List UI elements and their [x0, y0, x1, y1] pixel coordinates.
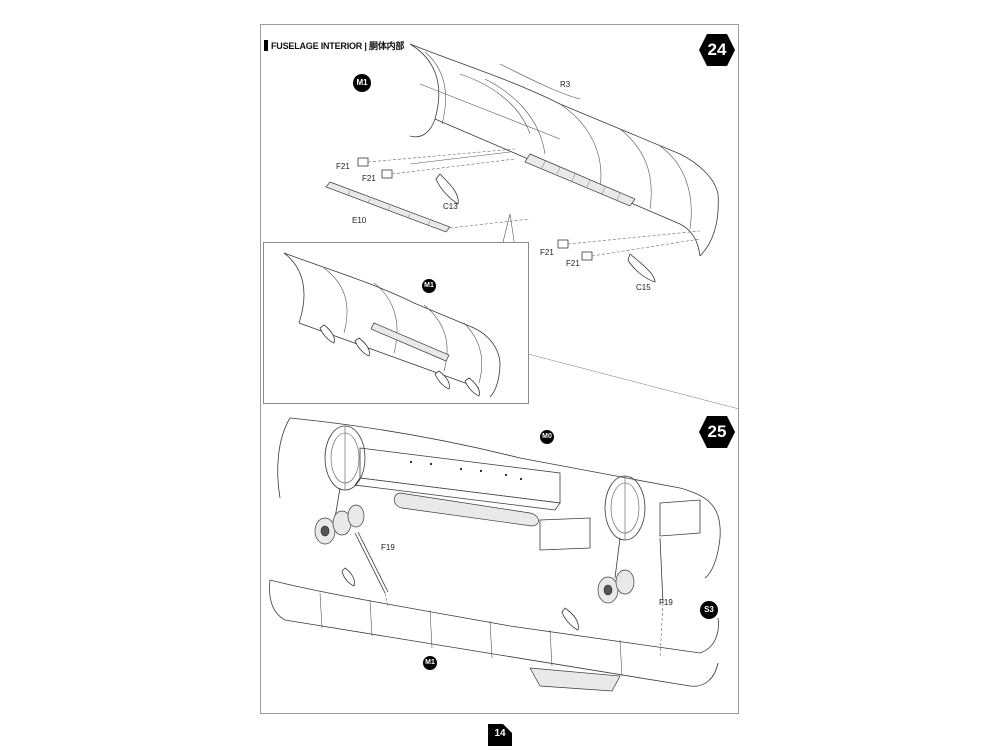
- guide-f21-c: [567, 230, 701, 245]
- step-divider: [527, 353, 740, 410]
- inset-shell-front: [283, 252, 305, 324]
- front-strut: [334, 487, 341, 519]
- inset-frame-1: [323, 267, 348, 334]
- guide-f21-d: [591, 238, 701, 257]
- rear-strut: [614, 537, 621, 579]
- floor-platform-edge: [354, 477, 561, 511]
- guide-f19-right: [659, 602, 664, 659]
- callout-m0: M0: [540, 430, 554, 444]
- hexagon-icon: [699, 416, 735, 448]
- step-24-inset: M1: [263, 242, 529, 404]
- shell-frame-4: [619, 128, 652, 210]
- shell-longeron: [419, 83, 561, 140]
- lower-shell-bottom-edge: [269, 579, 719, 687]
- part-label-c15: C15: [636, 283, 651, 292]
- inset-frame-4: [463, 322, 482, 384]
- inset-fin-4: [464, 377, 480, 397]
- side-box-left: [539, 517, 591, 551]
- step-25-diagram: [269, 417, 721, 692]
- part-f21-a: [357, 157, 369, 167]
- part-e10-holes: [347, 190, 431, 226]
- part-f19-left: [354, 532, 386, 594]
- step-24-diagram: [325, 43, 740, 410]
- inset-leader: [499, 213, 517, 255]
- part-label-f21-c: F21: [540, 248, 554, 257]
- lower-shell-frames: [319, 592, 623, 677]
- part-label-f21-d: F21: [566, 259, 580, 268]
- inset-shell-top: [283, 252, 501, 398]
- page-tab-corner: [503, 724, 512, 733]
- shell-top-edge: [409, 43, 719, 257]
- step-25-number: 25: [707, 422, 727, 441]
- front-wheels: [314, 504, 365, 545]
- callout-s3: S3: [700, 601, 718, 619]
- part-label-e10: E10: [352, 216, 367, 225]
- guide-f19-left: [384, 592, 389, 609]
- step-24-number: 24: [707, 40, 727, 59]
- rod-upper: [409, 151, 511, 165]
- shell-frame-3: [559, 103, 602, 190]
- floor-rivets: [410, 461, 522, 480]
- part-f19-left-edge: [357, 531, 389, 593]
- floor-slot-ribs: [541, 160, 621, 201]
- part-label-f21-b: F21: [362, 174, 376, 183]
- guide-e10: [449, 218, 531, 229]
- guide-f21-b: [391, 158, 516, 175]
- part-c15-fin: [627, 253, 656, 283]
- shell-frame-1: [459, 73, 531, 135]
- upper-shell-outline: [289, 417, 721, 579]
- part-label-c13: C13: [443, 202, 458, 211]
- part-f21-c: [557, 239, 569, 249]
- step-24-badge: 24: [698, 33, 736, 67]
- shell-bottom-edge: [434, 118, 701, 257]
- part-c13-fin: [435, 173, 459, 205]
- callout-m1-lower: M1: [423, 656, 437, 670]
- page-frame: [260, 24, 739, 714]
- under-floor-tube: [393, 492, 539, 527]
- upper-shell-front: [277, 417, 291, 499]
- callout-m1: M1: [353, 74, 371, 92]
- part-label-f19-left: F19: [381, 543, 395, 552]
- callout-inset-m1: M1: [422, 279, 436, 293]
- section-title-text: FUSELAGE INTERIOR | 胴体内部: [271, 41, 405, 51]
- shell-front-inner: [424, 51, 446, 125]
- part-f19-right: [659, 537, 664, 604]
- section-title: FUSELAGE INTERIOR | 胴体内部: [264, 39, 404, 52]
- inset-floor-slot: [370, 322, 450, 362]
- guide-f21-a: [367, 148, 516, 163]
- part-label-r3: R3: [560, 80, 571, 89]
- part-label-f19-right: F19: [659, 598, 673, 607]
- shell-frame-5: [659, 145, 692, 230]
- part-f21-b: [381, 169, 393, 179]
- inset-frame-3: [423, 304, 448, 372]
- shell-front-rim: [409, 43, 440, 138]
- part-label-f21-a: F21: [336, 162, 350, 171]
- lower-fin-1: [341, 567, 355, 587]
- inset-fin-2: [354, 337, 370, 357]
- section-title-bar: [264, 40, 268, 51]
- shell-frame-2: [484, 78, 546, 155]
- shell-top-spine: [499, 63, 581, 100]
- inset-frame-2: [373, 282, 398, 354]
- lower-fin-2: [561, 607, 579, 631]
- inset-fin-1: [319, 324, 335, 344]
- side-box-right: [659, 499, 701, 537]
- rear-wheels: [597, 569, 635, 604]
- lower-keel: [529, 667, 621, 692]
- hexagon-icon: [699, 34, 735, 66]
- part-f21-d: [581, 251, 593, 261]
- lower-shell-top-edge: [269, 579, 719, 654]
- inset-diagram: [283, 252, 501, 398]
- page-number: 14: [494, 728, 506, 739]
- part-e10: [325, 181, 451, 233]
- inset-fin-3: [434, 370, 450, 390]
- floor-slot: [524, 153, 636, 207]
- step-25-badge: 25: [698, 415, 736, 449]
